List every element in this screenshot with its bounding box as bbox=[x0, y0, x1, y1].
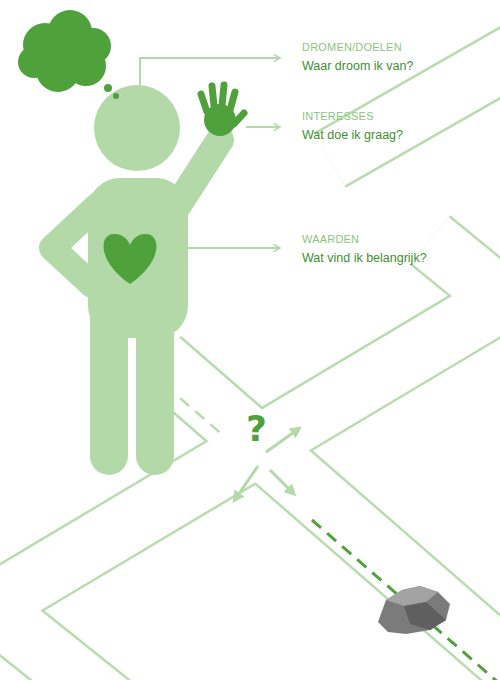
person-figure bbox=[52, 85, 220, 475]
question-text: Wat vind ik belangrijk? bbox=[302, 251, 427, 265]
roads bbox=[0, 40, 500, 680]
leader-lines bbox=[140, 58, 280, 248]
rock bbox=[378, 586, 450, 634]
section-heading: DROMEN/DOELEN bbox=[302, 41, 402, 53]
thought-cloud bbox=[18, 10, 119, 99]
section-heading: INTERESSES bbox=[302, 110, 374, 122]
section-heading: WAARDEN bbox=[302, 233, 359, 245]
question-text: Waar droom ik van? bbox=[302, 59, 413, 73]
question-text: Wat doe ik graag? bbox=[302, 128, 403, 142]
question-mark: ? bbox=[246, 408, 267, 449]
heart-icon bbox=[104, 234, 157, 284]
hand-icon bbox=[201, 85, 244, 136]
